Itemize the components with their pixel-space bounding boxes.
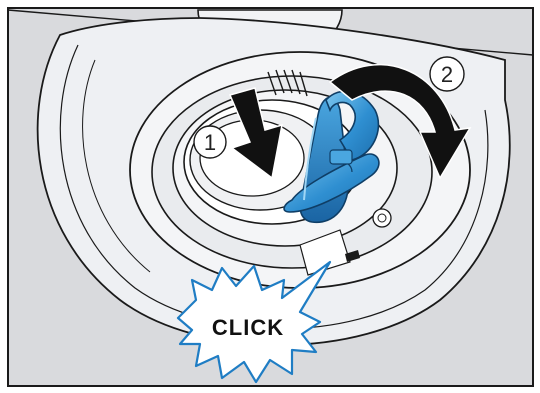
step-1-label: 1 xyxy=(204,130,216,155)
step-2-label: 2 xyxy=(441,62,453,87)
step-1-badge: 1 xyxy=(194,126,226,158)
step-2-badge: 2 xyxy=(430,57,464,91)
click-label: CLICK xyxy=(212,315,284,340)
